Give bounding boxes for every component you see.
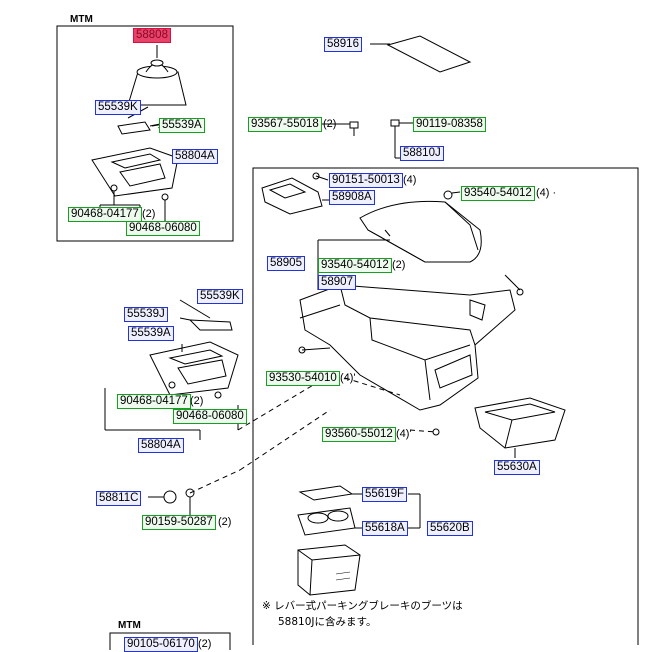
qty-93540-a: (4) · <box>536 187 557 199</box>
section-label-mtm-bottom: MTM <box>118 620 141 631</box>
part-58908a[interactable]: 58908A <box>329 190 375 205</box>
qty-90468-04177-mid: (2) <box>190 395 204 407</box>
qty-90159: (2) <box>218 516 232 528</box>
note-line-1: ※ レバー式パーキングブレーキのブーツは <box>262 600 463 612</box>
note-line-2: 58810Jに含みます。 <box>278 616 377 628</box>
part-90151-50013[interactable]: 90151-50013 <box>329 173 403 188</box>
part-58907[interactable]: 58907 <box>318 275 356 290</box>
part-93540-54012-a[interactable]: 93540-54012 <box>461 186 535 201</box>
part-58905[interactable]: 58905 <box>267 256 305 271</box>
mtm-section-box <box>56 25 234 242</box>
part-90159-50287[interactable]: 90159-50287 <box>142 515 216 530</box>
part-58808[interactable]: 58808 <box>133 28 171 43</box>
qty-93540-b: (2) <box>392 259 406 271</box>
part-55618a[interactable]: 55618A <box>362 521 408 536</box>
qty-93567: (2) <box>323 118 337 130</box>
qty-90105: (2) <box>198 638 212 650</box>
cup-holder-insert-drawing <box>297 507 356 536</box>
cup-holder-cover-drawing <box>298 485 354 501</box>
part-55539a-top[interactable]: 55539A <box>159 118 205 133</box>
qty-93530: (4)' <box>340 372 356 384</box>
shift-bezel-mid-drawing <box>149 341 239 396</box>
part-55539k-mid[interactable]: 55539K <box>197 289 243 304</box>
part-93560-55012[interactable]: 93560-55012 <box>322 427 396 442</box>
console-body-drawing <box>299 284 516 411</box>
part-90468-06080-mid[interactable]: 90468-06080 <box>173 409 247 424</box>
qty-90151: (4) <box>403 174 417 186</box>
part-93540-54012-b[interactable]: 93540-54012 <box>318 258 392 273</box>
part-90119-08358[interactable]: 90119-08358 <box>413 117 486 132</box>
part-58916[interactable]: 58916 <box>324 37 362 52</box>
part-55539k-top[interactable]: 55539K <box>95 100 141 115</box>
pad-58916-drawing <box>386 35 472 73</box>
mtm-bottom-section-box <box>109 632 231 650</box>
section-label-mtm-top: MTM <box>70 14 93 25</box>
console-section-box <box>252 167 639 645</box>
part-55539j[interactable]: 55539J <box>124 307 168 322</box>
armrest-lid-drawing <box>359 200 482 263</box>
part-93530-54010[interactable]: 93530-54010 <box>266 371 340 386</box>
part-90468-06080-top[interactable]: 90468-06080 <box>126 221 200 236</box>
part-55619f[interactable]: 55619F <box>362 487 408 502</box>
part-90468-04177-mid[interactable]: 90468-04177 <box>117 394 191 409</box>
part-93567-55018[interactable]: 93567-55018 <box>248 117 322 132</box>
part-90468-04177-top[interactable]: 90468-04177 <box>68 207 142 222</box>
cup-holder-55630a-drawing <box>474 397 566 449</box>
part-55620b[interactable]: 55620B <box>427 521 473 536</box>
shift-bezel-top-drawing <box>91 147 179 197</box>
qty-93560: (4)' <box>396 428 412 440</box>
part-58810j[interactable]: 58810J <box>400 146 444 161</box>
qty-90468-04177-top: (2) <box>142 208 156 220</box>
part-55630a[interactable]: 55630A <box>494 460 540 475</box>
part-58811c[interactable]: 58811C <box>96 491 142 506</box>
part-55539a-mid[interactable]: 55539A <box>128 326 174 341</box>
part-58804a-top[interactable]: 58804A <box>172 149 218 164</box>
cup-holder-box-drawing <box>297 544 361 596</box>
part-58804a-mid[interactable]: 58804A <box>138 438 184 453</box>
